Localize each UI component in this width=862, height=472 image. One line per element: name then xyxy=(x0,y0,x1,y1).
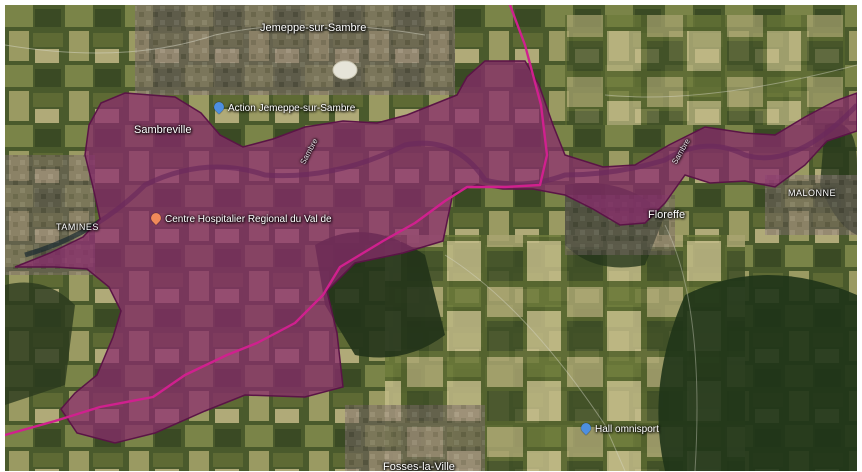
location-pin-icon xyxy=(211,99,227,115)
poi-action-label: Action Jemeppe-sur-Sambre xyxy=(228,103,356,114)
farmland-northeast xyxy=(565,15,845,125)
urban-jemeppe xyxy=(135,5,455,95)
label-fosses: Fosses-la-Ville xyxy=(383,461,455,471)
minor-road xyxy=(444,254,626,471)
highlighted-zone[interactable] xyxy=(14,60,857,444)
location-pin-icon xyxy=(578,420,594,436)
label-malonne: MALONNE xyxy=(788,188,837,198)
map-canvas xyxy=(5,5,857,471)
poi-hospital-label: Centre Hospitalier Regional du Val de xyxy=(165,214,332,225)
road-route xyxy=(5,5,549,437)
urban-malonne xyxy=(765,175,857,235)
oval-track xyxy=(332,60,358,80)
label-floreffe: Floreffe xyxy=(648,209,686,221)
label-sambreville: Sambreville xyxy=(134,124,192,136)
minor-road xyxy=(5,24,426,54)
forest-west xyxy=(5,282,75,405)
poi-hall-label: Hall omnisport xyxy=(595,424,659,435)
poi-hall[interactable]: Hall omnisport xyxy=(578,420,659,436)
minor-road xyxy=(664,224,698,471)
poi-hospital[interactable]: Centre Hospitalier Regional du Val de xyxy=(148,210,332,226)
label-jemeppe: Jemeppe-sur-Sambre xyxy=(260,22,367,34)
label-tamines: TAMINES xyxy=(56,222,99,232)
urban-fosses xyxy=(345,405,485,471)
poi-action[interactable]: Action Jemeppe-sur-Sambre xyxy=(211,99,356,115)
minor-road xyxy=(604,64,857,98)
hospital-pin-icon xyxy=(148,210,164,226)
satellite-map[interactable]: Jemeppe-sur-Sambre Sambreville TAMINES F… xyxy=(5,5,857,471)
forest-southeast xyxy=(658,275,857,471)
